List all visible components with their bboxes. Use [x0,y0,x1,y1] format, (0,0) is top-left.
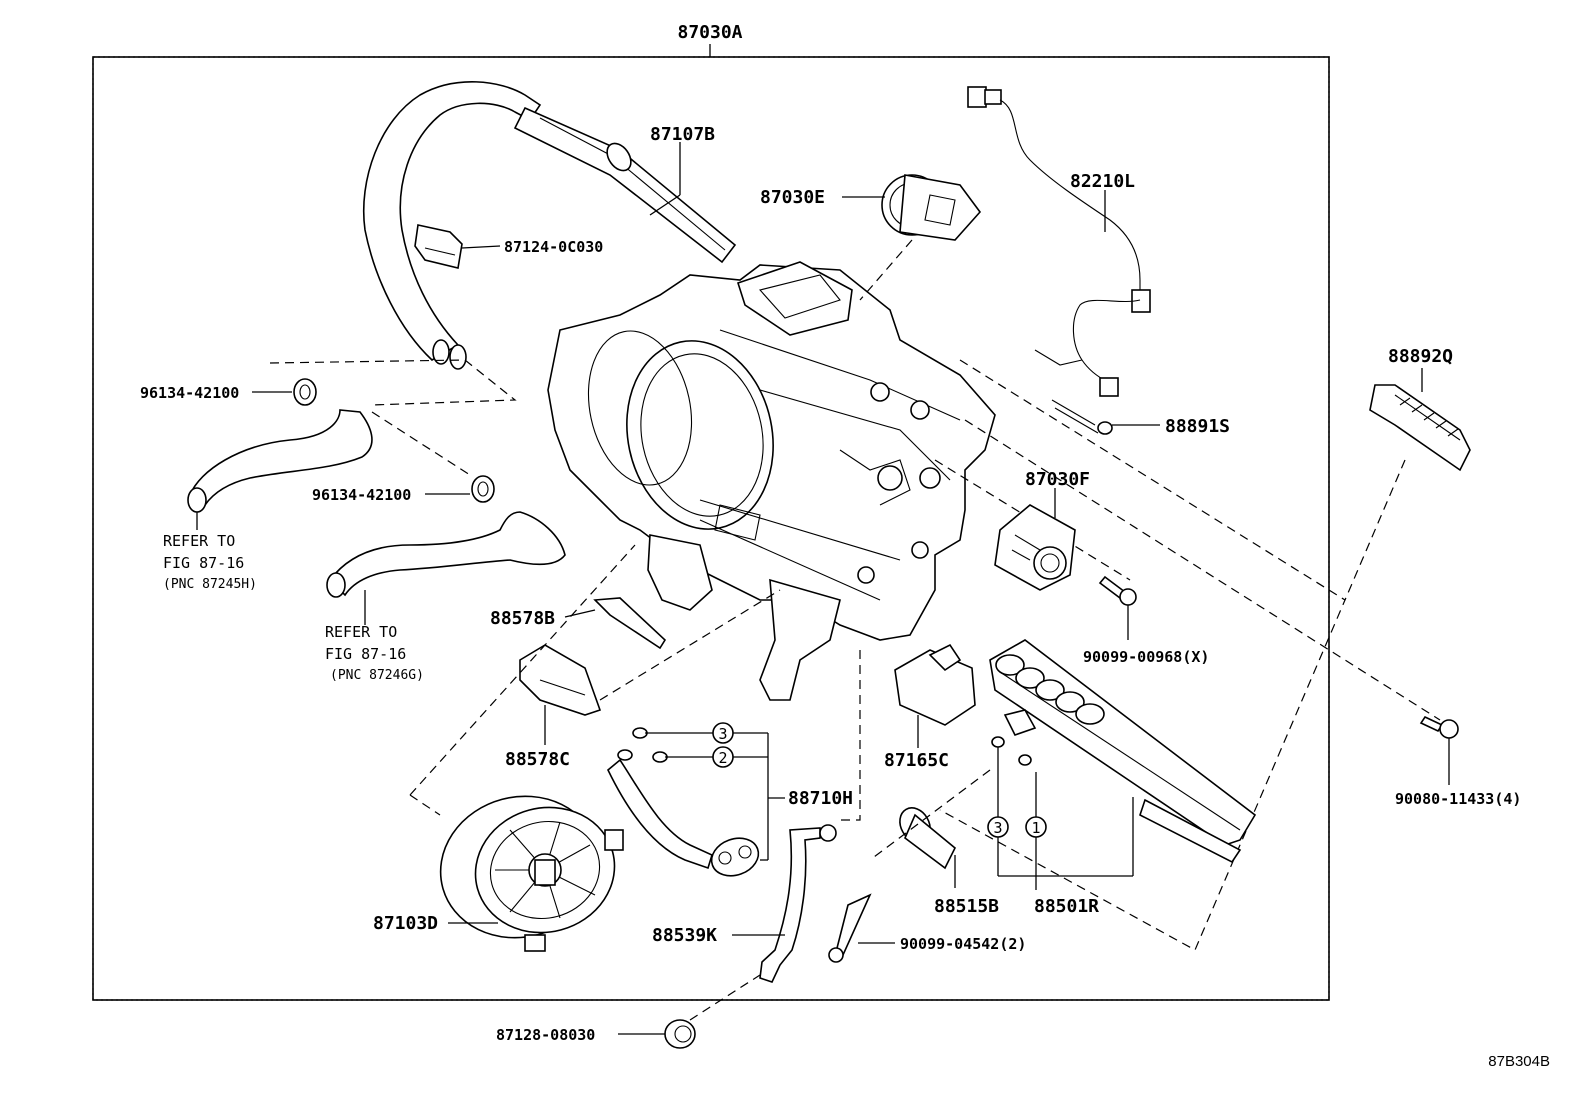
guide-hose-a [269,359,517,406]
label-88892Q: 88892Q [1388,346,1453,367]
label-82210L: 82210L [1070,171,1135,192]
wire-harness-82210L [967,86,1151,397]
o-ring-a [991,736,1005,748]
label-88539K: 88539K [652,925,717,946]
guide-90080 [964,419,1441,721]
label-87030F: 87030F [1025,469,1090,490]
guide-87128 [689,974,761,1021]
blower-resistor-87165C [894,643,976,726]
actuator-87030F [994,504,1076,591]
label-90080-11433: 90080-11433(4) [1395,790,1521,808]
guide-88515B [869,769,991,861]
label-87030E: 87030E [760,187,825,208]
label-88578C: 88578C [505,749,570,770]
evaporator-88501R [989,639,1257,864]
label-87107B: 87107B [650,124,715,145]
callout-3b-text: 3 [993,819,1002,837]
o-ring-b [1018,754,1032,766]
leader-87124 [461,245,501,249]
refer-a-line2: FIG 87-16 [163,554,244,572]
label-90099-00968: 90099-00968(X) [1083,648,1209,666]
leader-87107B-b [649,194,681,216]
callout-1-text: 1 [1031,819,1040,837]
callout-3b [987,816,1009,838]
assembly-label: 87030A [677,22,742,43]
guide-pipe [599,589,781,701]
refer-b-line3: (PNC 87246G) [330,668,424,683]
screw-90099-00968 [1098,575,1137,606]
label-90099-04542: 90099-04542(2) [900,935,1026,953]
refer-b-line1: REFER TO [325,623,397,641]
guide-88892Q [1344,459,1406,601]
callout-2-text: 2 [718,749,727,767]
heater-hose-87107B [362,81,737,370]
guide-90099-x [934,459,1131,581]
label-88891S: 88891S [1165,416,1230,437]
guide-blower-a [409,544,636,796]
label-96134-a: 96134-42100 [140,384,239,402]
callout-2 [712,746,734,768]
label-96134-b: 96134-42100 [312,486,411,504]
label-88578B: 88578B [490,608,555,629]
hose-clamp-87124 [414,224,463,269]
expansion-valve-88515B [899,807,957,870]
label-87103D: 87103D [373,913,438,934]
blower-motor-87103D [439,795,624,952]
bolt-90099-04542 [828,893,872,963]
clip-96134-b [471,475,495,503]
heater-unit-body [547,261,996,701]
callout-1 [1025,816,1047,838]
clip-96134-a [293,378,317,406]
refer-a-line1: REFER TO [163,532,235,550]
leader-88578B [564,609,596,618]
hose-left-upper [187,409,373,513]
pipe-88710H [607,727,760,877]
seal-88578C [519,644,602,716]
sensor-88891S [1051,399,1113,435]
label-87165C: 87165C [884,750,949,771]
grommet-87128 [664,1019,696,1049]
label-88501R: 88501R [1034,896,1099,917]
bracket-88892Q [1369,384,1471,472]
figure-code: 87B304B [1488,1053,1550,1070]
callout-3a [712,722,734,744]
refer-b-line2: FIG 87-16 [325,645,406,663]
guide-hose-b [371,411,471,476]
label-87124: 87124-0C030 [504,238,603,256]
servo-motor-87030E [881,174,982,241]
label-87128: 87128-08030 [496,1026,595,1044]
label-88515B: 88515B [934,896,999,917]
guide-blower-b [409,794,441,816]
guide-evap-frame [939,359,1346,951]
seal-88578B [593,597,667,650]
guide-87030E [859,239,913,301]
label-88710H: 88710H [788,788,853,809]
refer-a-line3: (PNC 87245H) [163,577,257,592]
pipe-88539K [759,824,837,983]
guide-88539K [835,650,861,821]
hose-left-lower [326,511,566,598]
callout-3a-text: 3 [718,725,727,743]
assembly-frame-border [92,56,1330,1001]
